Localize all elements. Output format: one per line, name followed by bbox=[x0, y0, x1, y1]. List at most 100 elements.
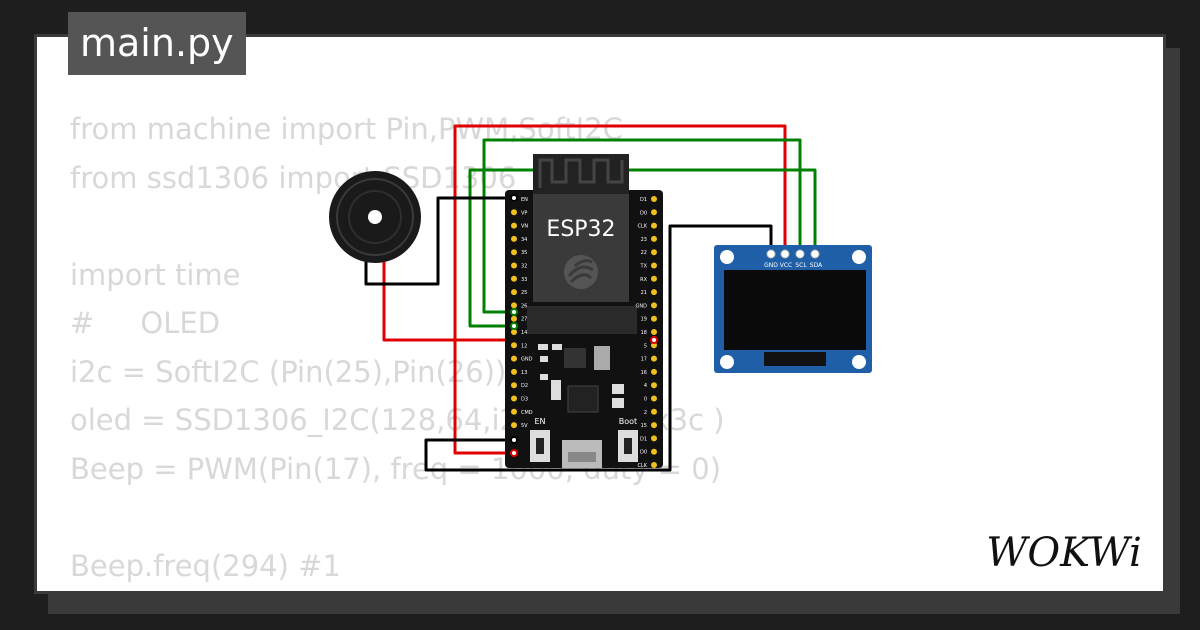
pin-pad[interactable] bbox=[651, 235, 657, 242]
pin-pad[interactable] bbox=[511, 382, 517, 389]
chip-label: ESP32 bbox=[546, 217, 615, 242]
pin-pad[interactable] bbox=[651, 395, 657, 402]
pin-label: 12 bbox=[521, 343, 527, 349]
pin-pad[interactable] bbox=[511, 275, 517, 282]
pin-label: 22 bbox=[641, 250, 647, 256]
pin-label: 15 bbox=[641, 423, 647, 429]
pin-pad[interactable] bbox=[511, 408, 517, 415]
pin-label: GND bbox=[521, 357, 533, 363]
pin-label: 23 bbox=[641, 237, 647, 243]
code-line: # OLED bbox=[70, 306, 221, 340]
pin-label: 17 bbox=[641, 357, 647, 363]
esp32-board[interactable]: ESP32 EN Boot ENVPVN343532332526271412GN… bbox=[505, 154, 663, 469]
pin-label: TX bbox=[640, 264, 648, 270]
pin-label: EN bbox=[521, 197, 528, 203]
pin-pad[interactable] bbox=[511, 235, 517, 242]
pin-label: 35 bbox=[521, 250, 527, 256]
pin-label: 4 bbox=[644, 383, 647, 389]
pin-label: D0 bbox=[640, 210, 647, 216]
pin-label: 26 bbox=[521, 303, 527, 309]
pin-pad[interactable] bbox=[651, 302, 657, 309]
pin-pad[interactable] bbox=[651, 368, 657, 375]
pin-pad[interactable] bbox=[651, 209, 657, 216]
pin-label: 19 bbox=[641, 317, 647, 323]
pin-pad[interactable] bbox=[651, 435, 657, 442]
pin-label: D0 bbox=[640, 450, 647, 456]
pin-label: 16 bbox=[641, 370, 647, 376]
pin-pad[interactable] bbox=[651, 408, 657, 415]
pin-pad[interactable] bbox=[511, 302, 517, 309]
code-line: import time bbox=[70, 257, 241, 292]
boot-label: Boot bbox=[619, 417, 637, 426]
pin-label: VN bbox=[521, 224, 528, 230]
pin-label: 34 bbox=[521, 237, 527, 243]
code-line: Beep.freq(294) #1 bbox=[70, 548, 341, 583]
pin-pad[interactable] bbox=[511, 329, 517, 335]
pin-label: 25 bbox=[521, 290, 527, 296]
pin-pad[interactable] bbox=[651, 355, 657, 362]
pin-pad[interactable] bbox=[651, 289, 657, 296]
pin-label: 14 bbox=[521, 330, 527, 336]
pin-pad[interactable] bbox=[511, 355, 517, 362]
file-tab[interactable]: main.py bbox=[68, 12, 246, 75]
logo-text: WOKWi bbox=[986, 530, 1142, 576]
pin-pad[interactable] bbox=[651, 422, 657, 429]
pin-label: 5V bbox=[521, 423, 528, 429]
pin-pad[interactable] bbox=[511, 289, 517, 296]
pin-pad[interactable] bbox=[651, 342, 657, 349]
wire-scl bbox=[482, 138, 802, 314]
pin-label: D1 bbox=[640, 436, 647, 442]
pin-pad[interactable] bbox=[651, 222, 657, 229]
pin-pad[interactable] bbox=[651, 262, 657, 269]
oled-pin-label: GND bbox=[764, 262, 778, 269]
pin-pad[interactable] bbox=[651, 448, 657, 455]
pin-pad[interactable] bbox=[651, 315, 657, 322]
buzzer[interactable] bbox=[329, 171, 421, 263]
oled-pin-label: SCL bbox=[795, 262, 807, 269]
pin-pad[interactable] bbox=[511, 395, 517, 402]
pin-pad[interactable] bbox=[651, 196, 657, 202]
pin-label: CLK bbox=[637, 224, 647, 230]
oled-pin-label: VCC bbox=[780, 262, 792, 269]
pin-label: CMD bbox=[521, 410, 533, 416]
pin-label: GND bbox=[636, 303, 648, 309]
pin-pad[interactable] bbox=[651, 329, 657, 335]
pin-label: 2 bbox=[644, 410, 647, 416]
pin-pad[interactable] bbox=[511, 262, 517, 269]
pin-label: 0 bbox=[644, 397, 647, 403]
oled-display[interactable]: GND VCC SCL SDA bbox=[714, 245, 872, 373]
pin-pad[interactable] bbox=[651, 275, 657, 282]
pin-label: D2 bbox=[521, 383, 528, 389]
pin-label: RX bbox=[640, 277, 647, 283]
pin-pad[interactable] bbox=[511, 209, 517, 216]
pin-label: 21 bbox=[641, 290, 647, 296]
wire-oled-gnd bbox=[424, 224, 773, 472]
pin-label: 5 bbox=[644, 343, 647, 349]
oled-screen bbox=[724, 270, 866, 350]
pin-label: 13 bbox=[521, 370, 527, 376]
pin-pad[interactable] bbox=[651, 462, 657, 468]
pin-pad[interactable] bbox=[511, 249, 517, 256]
pin-pad[interactable] bbox=[511, 368, 517, 375]
pin-pad[interactable] bbox=[651, 249, 657, 256]
pin-label: 32 bbox=[521, 264, 527, 270]
pin-pad[interactable] bbox=[511, 315, 517, 322]
pin-label: 27 bbox=[521, 317, 527, 323]
wire-vcc bbox=[453, 124, 787, 455]
pin-label: D3 bbox=[521, 397, 528, 403]
pin-pad[interactable] bbox=[651, 382, 657, 389]
wokwi-logo: WOKWi bbox=[986, 530, 1142, 576]
pin-label: VP bbox=[521, 210, 527, 216]
pin-pad[interactable] bbox=[511, 422, 517, 429]
pin-pad[interactable] bbox=[511, 222, 517, 229]
pin-pad[interactable] bbox=[511, 342, 517, 349]
en-label: EN bbox=[534, 417, 545, 426]
wire-sda bbox=[468, 168, 817, 328]
pin-label: CLK bbox=[637, 463, 647, 469]
pin-label: D1 bbox=[640, 197, 647, 203]
code-line: i2c = SoftI2C (Pin(25),Pin(26)) bbox=[70, 354, 507, 389]
wire-joints bbox=[510, 194, 658, 457]
